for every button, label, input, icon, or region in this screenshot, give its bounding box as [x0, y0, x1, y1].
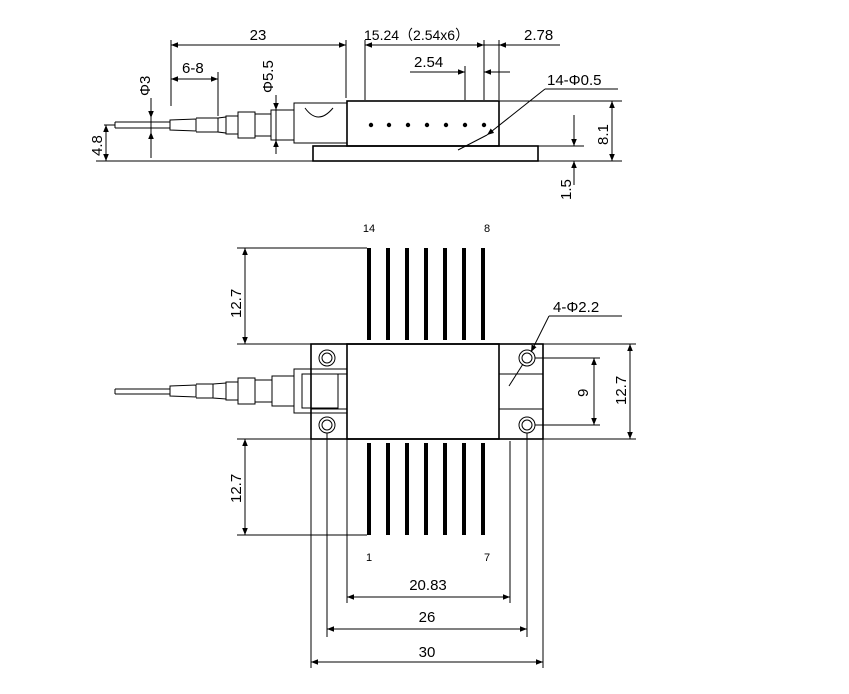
side-boot-1 [196, 117, 219, 133]
dim-phi-5-5: Φ5.5 [260, 60, 277, 93]
dim-26: 26 [419, 609, 436, 626]
dim-pin-len-bottom: 12.7 [228, 474, 245, 503]
side-nut-2 [237, 111, 256, 139]
top-pin-row [367, 248, 485, 340]
mount-holes [318, 349, 536, 434]
bottom-pin-row [367, 443, 485, 535]
dim-30: 30 [419, 644, 436, 661]
side-nose [293, 102, 348, 144]
dim-9: 9 [575, 389, 592, 397]
top-flange [310, 343, 544, 440]
top-ferrule [271, 375, 295, 407]
dim-15-24: 15.24（2.54x6） [364, 27, 469, 43]
dim-20-83: 20.83 [409, 577, 447, 594]
dim-14-phi-0-5: 14-Φ0.5 [547, 72, 602, 89]
dim-8-1: 8.1 [595, 124, 612, 145]
dim-pin-len-top: 12.7 [228, 289, 245, 318]
dim-4-8: 4.8 [89, 135, 106, 156]
pin-label-14: 14 [363, 223, 375, 235]
dim-phi-3: Φ3 [137, 76, 154, 96]
side-nose-arc [304, 107, 334, 118]
top-nut-2 [237, 377, 256, 405]
side-boot-2 [169, 118, 197, 132]
top-body [346, 343, 500, 440]
dim-body-height: 12.7 [613, 376, 630, 405]
top-nut-1 [254, 379, 273, 403]
dim-2-54: 2.54 [414, 54, 443, 71]
dim-2-78: 2.78 [524, 27, 553, 44]
dim-4-phi-2-2: 4-Φ2.2 [553, 299, 599, 316]
dim-1-5: 1.5 [558, 179, 575, 200]
side-collar [217, 116, 227, 134]
side-nut-1 [254, 113, 272, 137]
top-nut-3 [225, 381, 239, 401]
side-pin-dots [368, 122, 487, 128]
dim-6-8: 6-8 [182, 60, 204, 77]
top-view: 14 8 1 7 12.7 12.7 4-Φ2.2 [114, 223, 636, 668]
pin-label-7: 7 [484, 552, 490, 564]
side-flange [312, 145, 539, 162]
pin-label-1: 1 [366, 552, 372, 564]
side-view: 23 15.24（2.54x6） 2.78 2.54 14-Φ0.5 Φ3 6-… [89, 27, 622, 200]
pin-label-8: 8 [484, 223, 490, 235]
side-ferrule [270, 109, 295, 141]
side-nut-3 [225, 115, 239, 135]
dim-23: 23 [250, 27, 267, 44]
